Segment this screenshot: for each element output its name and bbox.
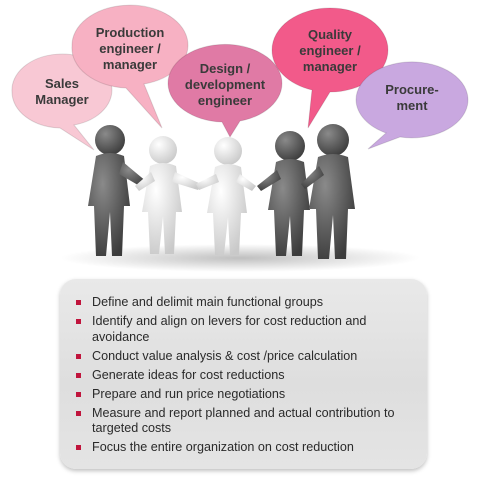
task-list: Define and delimit main functional group… (60, 279, 427, 456)
list-item: Measure and report planned and actual co… (70, 406, 413, 437)
list-item: Conduct value analysis & cost /price cal… (70, 349, 413, 365)
bubble-sales-manager (11, 53, 113, 151)
bubble-production-engineer (71, 4, 189, 129)
bubble-text: Procure- ment (385, 82, 439, 113)
bullet-marker (76, 353, 81, 359)
bullet-marker (76, 372, 81, 378)
figure-dark-left (88, 125, 147, 256)
bubble-quality-engineer (271, 7, 389, 129)
bubble-label-production-engineer: Production engineer / manager (72, 20, 188, 78)
figure-light-left (135, 136, 201, 254)
list-item: Identify and align on levers for cost re… (70, 314, 413, 345)
task-panel: Define and delimit main functional group… (60, 279, 427, 469)
figure-dark-right (301, 124, 355, 259)
bullet-marker (76, 391, 81, 397)
list-item: Generate ideas for cost reductions (70, 368, 413, 384)
bubble-label-sales-manager: Sales Manager (12, 68, 112, 116)
bubble-text: Design / development engineer (184, 61, 266, 108)
figure-light-center (196, 137, 256, 255)
figure-dark-center-right (257, 131, 310, 256)
stakeholder-scene: Sales Manager Production engineer / mana… (11, 4, 469, 272)
bubble-design-engineer (167, 43, 283, 138)
bubble-procurement (355, 61, 469, 150)
bullet-marker (76, 410, 81, 416)
bubble-text: Production engineer / manager (95, 25, 165, 72)
bubble-label-quality-engineer: Quality engineer / manager (272, 22, 388, 80)
bubble-label-design-engineer: Design / development engineer (168, 56, 282, 114)
bubbles-and-figures (11, 4, 469, 272)
bubble-text: Sales Manager (35, 76, 89, 107)
bullet-marker (76, 300, 81, 305)
bubble-label-procurement: Procure- ment (356, 78, 468, 118)
bullet-marker (76, 445, 81, 450)
list-item: Prepare and run price negotiations (70, 387, 413, 403)
list-item: Define and delimit main functional group… (70, 295, 413, 311)
list-item: Focus the entire organization on cost re… (70, 440, 413, 456)
bubble-text: Quality engineer / manager (299, 27, 361, 74)
bullet-marker (76, 319, 81, 324)
